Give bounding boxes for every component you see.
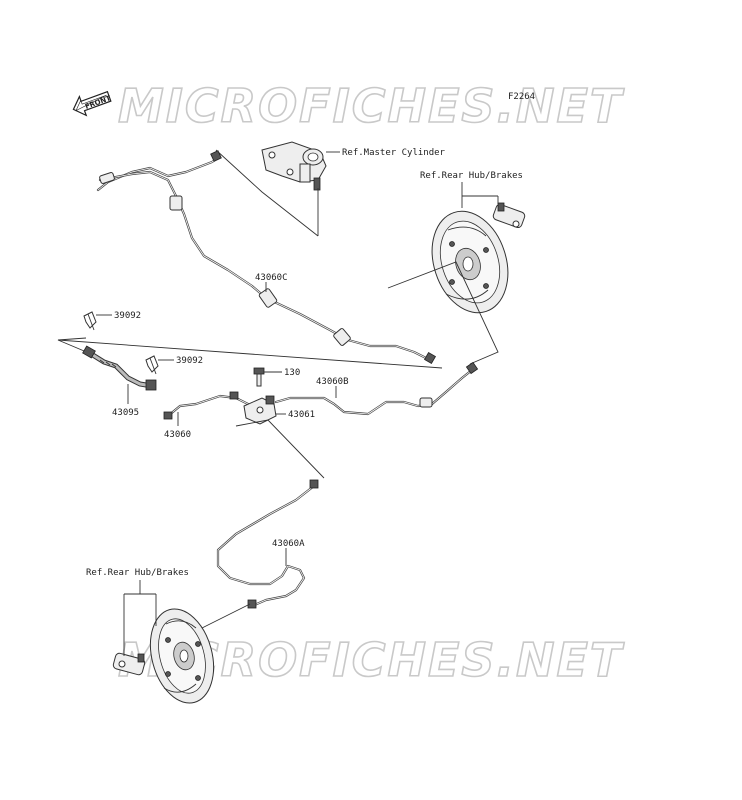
rear-brake-right	[431, 210, 509, 314]
wheel-cylinder-left	[112, 652, 146, 676]
ref-rear-hub-brakes-bottom-label: Ref.Rear Hub/Brakes	[86, 568, 189, 578]
figure-code: F2264	[508, 92, 535, 102]
part-43060a: 43060A	[272, 539, 305, 549]
part-130: 130	[284, 368, 300, 378]
master-cylinder	[261, 141, 340, 191]
part-43060: 43060	[164, 430, 191, 440]
front-arrow-icon: FRONT	[72, 90, 112, 117]
ref-rear-hub-brakes-top-label: Ref.Rear Hub/Brakes	[420, 171, 523, 181]
brake-hose-43095	[82, 345, 157, 391]
brake-pipe-43060a	[216, 479, 319, 609]
wheel-cylinder-right	[492, 202, 526, 229]
part-43095: 43095	[112, 408, 139, 418]
part-43060b: 43060B	[316, 377, 349, 387]
brake-pipe-43060b	[274, 361, 479, 416]
brake-pipe-43060c	[96, 150, 437, 365]
clip-39092-b	[145, 355, 159, 375]
pipe-joint-43061	[243, 395, 277, 425]
part-39092-b: 39092	[176, 356, 203, 366]
part-39092-a: 39092	[114, 311, 141, 321]
part-43061: 43061	[288, 410, 315, 420]
part-43060c: 43060C	[255, 273, 288, 283]
watermark-top: MICROFICHES.NET	[118, 79, 625, 133]
ref-master-cylinder-label: Ref.Master Cylinder	[342, 148, 446, 158]
bolt-130	[253, 367, 265, 387]
rear-brake-left	[149, 608, 215, 704]
clip-39092-a	[83, 311, 97, 331]
brake-pipe-43060	[163, 391, 250, 420]
